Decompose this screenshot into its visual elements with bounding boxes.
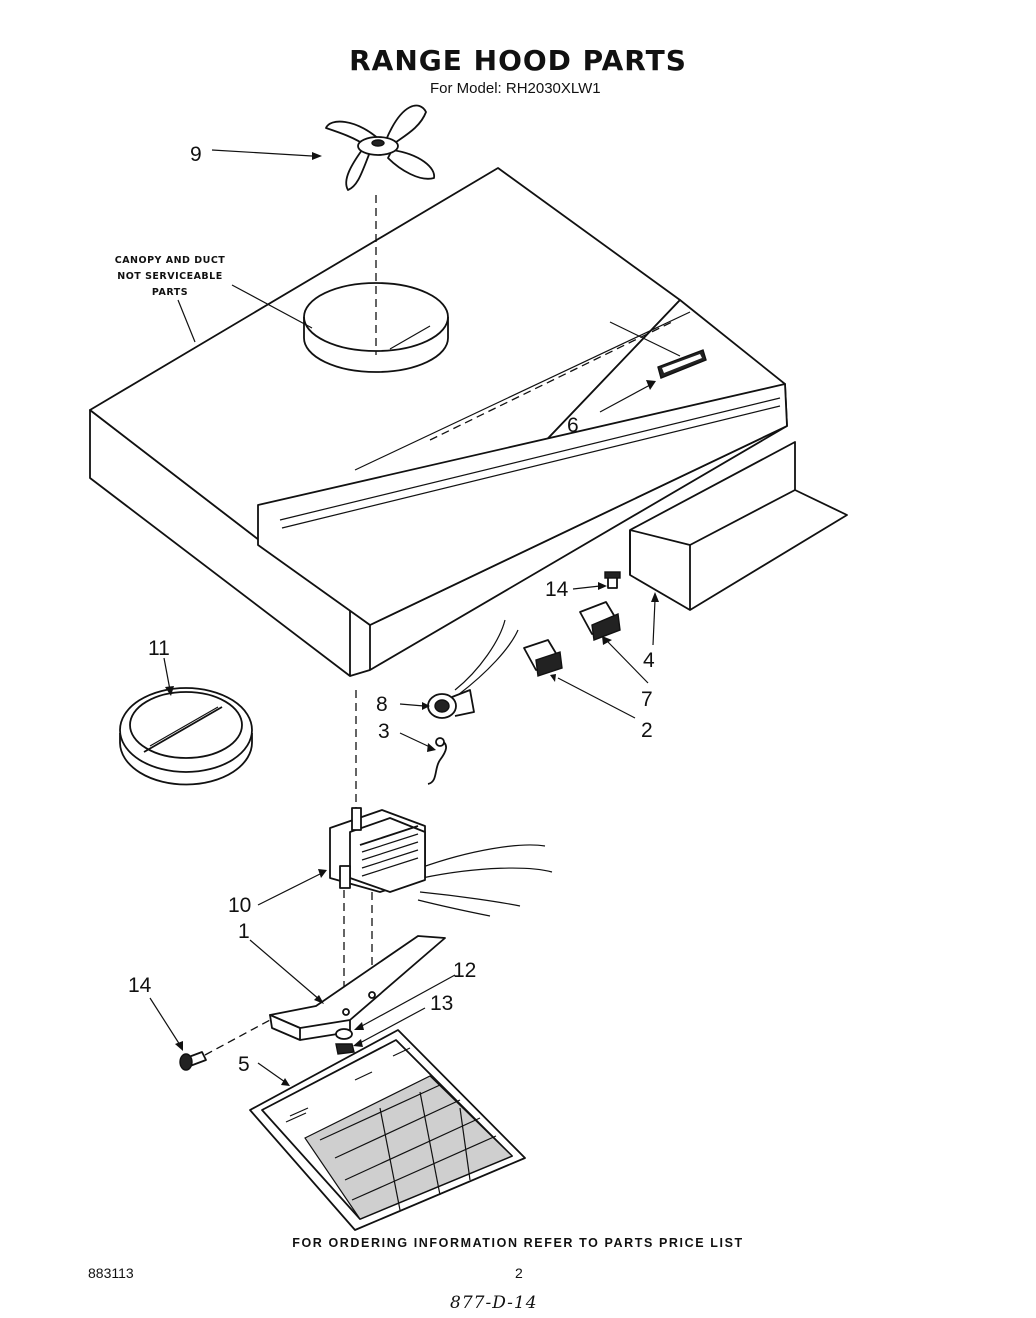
svg-text:PARTS: PARTS xyxy=(152,287,188,298)
label-9: 9 xyxy=(190,143,202,166)
channel-part xyxy=(629,441,848,611)
lamp-socket xyxy=(427,689,475,719)
label-2: 2 xyxy=(641,719,653,742)
canopy-body xyxy=(89,167,788,677)
label-11: 11 xyxy=(148,637,170,660)
page-title: RANGE HOOD PARTS xyxy=(349,44,687,77)
switch-7 xyxy=(579,601,621,641)
motor-bracket xyxy=(269,935,446,1041)
part-number-labels: 9 6 14 4 7 2 8 3 11 10 1 12 13 14 5 xyxy=(128,143,655,1076)
nameplate xyxy=(657,349,707,379)
label-13: 13 xyxy=(430,992,453,1015)
label-6: 6 xyxy=(567,414,579,437)
label-7: 7 xyxy=(641,688,653,711)
svg-text:NOT SERVICEABLE: NOT SERVICEABLE xyxy=(117,271,222,282)
fan-blade xyxy=(325,104,435,191)
label-14-upper: 14 xyxy=(545,578,569,601)
svg-text:CANOPY AND DUCT: CANOPY AND DUCT xyxy=(115,255,226,266)
blower-motor xyxy=(329,807,553,917)
washer-nut xyxy=(335,1028,355,1055)
screw-lower xyxy=(179,1051,207,1071)
label-10: 10 xyxy=(228,894,251,917)
clip-3 xyxy=(427,737,447,785)
model-subtitle: For Model: RH2030XLW1 xyxy=(430,80,601,97)
document-number: 883113 xyxy=(88,1265,134,1281)
page-number: 2 xyxy=(515,1265,523,1281)
handwritten-code: 877-D-14 xyxy=(450,1293,538,1313)
grease-filter xyxy=(249,1029,526,1231)
screw-upper xyxy=(604,571,621,589)
damper-ring xyxy=(119,687,253,786)
label-1: 1 xyxy=(238,920,250,943)
label-4: 4 xyxy=(643,649,655,672)
label-12: 12 xyxy=(453,959,476,982)
label-14-lower: 14 xyxy=(128,974,152,997)
ordering-note: FOR ORDERING INFORMATION REFER TO PARTS … xyxy=(292,1236,744,1250)
label-5: 5 xyxy=(238,1053,250,1076)
leader-lines xyxy=(149,149,681,1086)
label-8: 8 xyxy=(376,693,388,716)
label-3: 3 xyxy=(378,720,390,743)
switch-2 xyxy=(523,639,563,677)
canopy-note: CANOPY AND DUCT NOT SERVICEABLE PARTS xyxy=(115,255,226,298)
